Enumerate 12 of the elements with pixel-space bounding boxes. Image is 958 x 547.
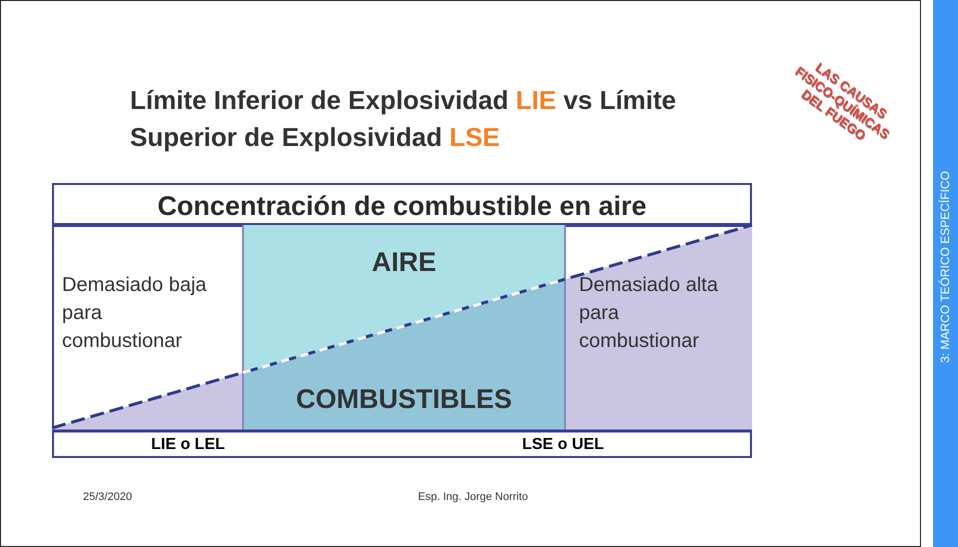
axis-label: LIE o LEL <box>150 436 226 454</box>
axis-label: LSE o UEL <box>521 436 605 454</box>
sidebar-title: 3: MARCO TEÓRICO ESPECÍFICO <box>938 170 952 365</box>
region-label: Demasiado alta para combustionar <box>579 273 719 354</box>
slide-title: Límite Inferior de Explosividad LIE vs Límite Superior de Explosividad LSE <box>130 84 678 154</box>
author-text: Esp. Ing. Jorge Norrito <box>418 491 528 503</box>
header-band <box>52 183 752 225</box>
region-label: AIRE <box>370 247 438 278</box>
date-text: 25/3/2020 <box>83 491 132 503</box>
region-label: Demasiado baja para combustionar <box>62 273 208 354</box>
region-label: COMBUSTIBLES <box>295 384 513 415</box>
region-label: Concentración de combustible en aire <box>156 191 648 222</box>
